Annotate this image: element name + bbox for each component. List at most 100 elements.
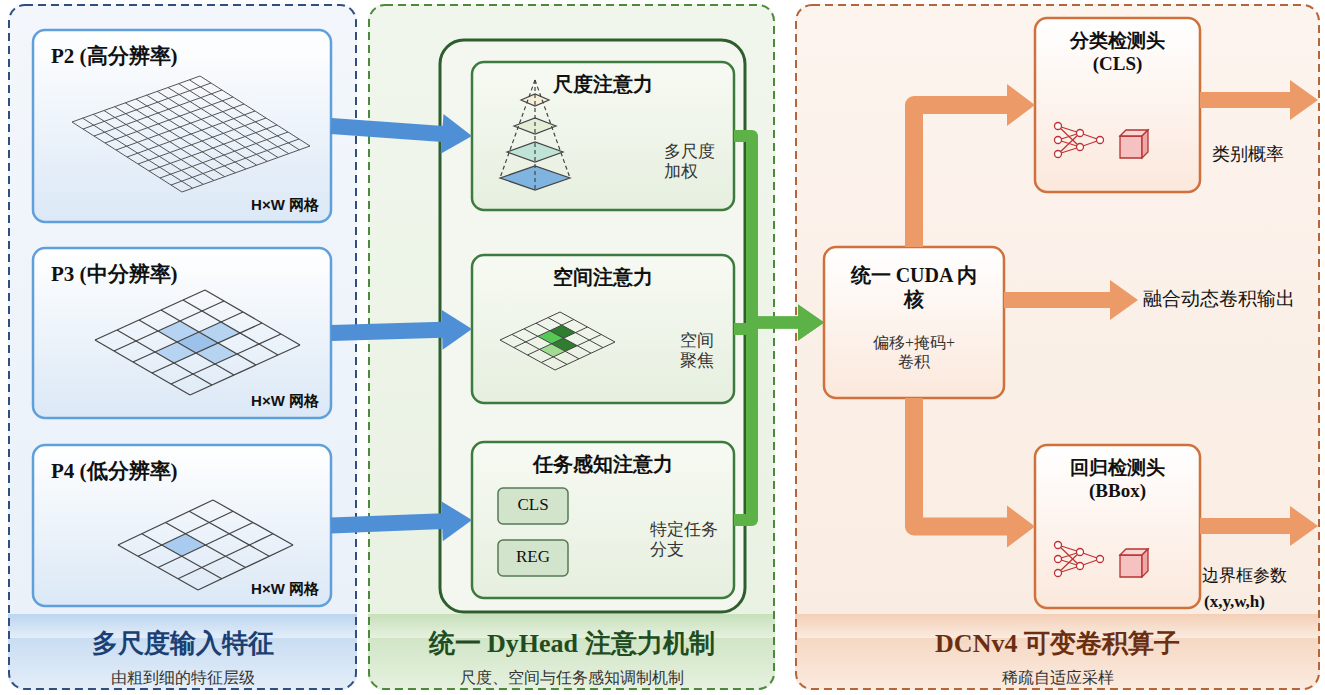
attention-container	[440, 40, 745, 612]
box-fill	[1035, 18, 1200, 192]
box-fill	[33, 445, 331, 606]
attention-note: 多尺度 加权	[664, 142, 722, 183]
nn-neuron	[1097, 137, 1104, 144]
nn-neuron	[1077, 563, 1084, 570]
arrow-head	[441, 310, 472, 350]
nn-neuron	[1097, 556, 1104, 563]
grid-label: H×W 网格	[251, 196, 319, 214]
panel-fill	[795, 4, 1320, 690]
grid-line	[105, 97, 233, 143]
cube-icon	[1120, 136, 1142, 158]
arrow-head	[441, 501, 472, 541]
nn-link	[1058, 133, 1080, 154]
grid-line	[158, 523, 253, 568]
box-fill	[824, 247, 1004, 398]
grid-line	[138, 511, 233, 556]
grid-cell	[162, 534, 206, 557]
panel-outline	[369, 5, 774, 689]
cube-icon	[1142, 130, 1148, 158]
attention-title: 尺度注意力	[472, 72, 734, 96]
box-fill	[498, 540, 568, 576]
kernel-box: 统一 CUDA 内核偏移+掩码+ 卷积	[824, 247, 1004, 398]
connector-line	[734, 323, 799, 521]
box-fill	[472, 255, 734, 403]
grid-cell	[199, 322, 240, 343]
connector-line	[914, 398, 1008, 527]
grid-line	[114, 301, 224, 351]
panel-fill	[8, 4, 357, 690]
panel-title: 多尺度输入特征	[8, 628, 357, 659]
feature-title: P3 (中分辨率)	[51, 262, 178, 287]
neural-net-icon	[1055, 542, 1149, 578]
attention-box: 空间注意力空间 聚焦	[472, 255, 734, 403]
output-arrow	[1004, 80, 1318, 546]
output-label: 类别概率	[1212, 144, 1284, 166]
arrow-head	[1007, 506, 1035, 548]
box-fill	[1035, 445, 1200, 608]
grid-line	[171, 139, 299, 185]
cube-icon	[1142, 549, 1148, 577]
panel-band	[368, 614, 775, 690]
feature-box: P3 (中分辨率) H×W 网格	[33, 248, 331, 418]
grid-line	[138, 118, 266, 164]
task-branch: REG	[498, 540, 568, 576]
nn-neuron	[1077, 144, 1084, 151]
panel-title: 统一 DyHead 注意力机制	[368, 628, 775, 659]
output-label: 融合动态卷积输出	[1143, 288, 1295, 311]
grid-icon	[118, 500, 293, 590]
task-branch: CLS	[498, 488, 568, 524]
kernel-note: 偏移+掩码+ 卷积	[864, 333, 964, 371]
kernel-title: 统一 CUDA 内核	[849, 263, 979, 311]
panel-fill	[368, 4, 775, 690]
nn-neuron	[1055, 556, 1062, 563]
branch-label: CLS	[498, 495, 568, 515]
head-title: 回归检测头 (BBox)	[1049, 457, 1186, 503]
grid-line	[95, 340, 190, 395]
grid-line	[133, 312, 243, 362]
operator-panel: DCNv4 可变卷积算子稀疏自适应采样统一 CUDA 内核偏移+掩码+ 卷积分类…	[795, 4, 1320, 690]
box-fill	[472, 442, 734, 598]
grid-line	[171, 334, 281, 384]
branch-label: REG	[498, 547, 568, 567]
nn-neuron	[1055, 137, 1062, 144]
connector-line	[734, 136, 799, 323]
grid-line	[152, 323, 262, 373]
feature-title: P4 (低分辨率)	[51, 459, 178, 484]
grid-line	[555, 342, 615, 370]
connector-arrow	[734, 305, 824, 521]
grid-cell	[550, 325, 576, 338]
pyramid-icon	[500, 80, 570, 190]
arrow-head	[798, 305, 824, 341]
grid-icon	[500, 312, 615, 370]
panel-outline	[9, 5, 356, 689]
connector-arrow	[331, 501, 472, 541]
grid-line	[500, 312, 560, 340]
grid-line	[149, 125, 277, 171]
grid-line	[514, 320, 574, 348]
attention-title: 任务感知注意力	[472, 452, 734, 476]
grid-label: H×W 网格	[251, 580, 319, 598]
attention-box: 尺度注意力多尺度 加权	[472, 62, 734, 210]
attention-box: 任务感知注意力特定任务 分支CLSREG	[472, 442, 734, 598]
grid-cell	[196, 343, 237, 364]
box-fill	[472, 62, 734, 210]
grid-line	[161, 310, 256, 365]
grid-line	[116, 104, 244, 150]
grid-line	[95, 290, 205, 340]
connector-arrow	[734, 136, 824, 341]
grid-line	[160, 132, 288, 178]
neural-net-icon	[1055, 123, 1149, 159]
grid-line	[94, 90, 222, 136]
grid-line	[528, 327, 588, 355]
grid-line	[205, 290, 300, 345]
connector-arrow	[914, 84, 1035, 247]
nn-neuron	[1055, 542, 1062, 549]
feature-title: P2 (高分辨率)	[51, 44, 178, 69]
grid-icon	[95, 290, 300, 395]
grid-line	[83, 83, 211, 129]
input-panel: 多尺度输入特征由粗到细的特征层级P2 (高分辨率)H×W 网格P3 (中分辨率)…	[8, 4, 357, 690]
grid-label: H×W 网格	[251, 392, 319, 410]
